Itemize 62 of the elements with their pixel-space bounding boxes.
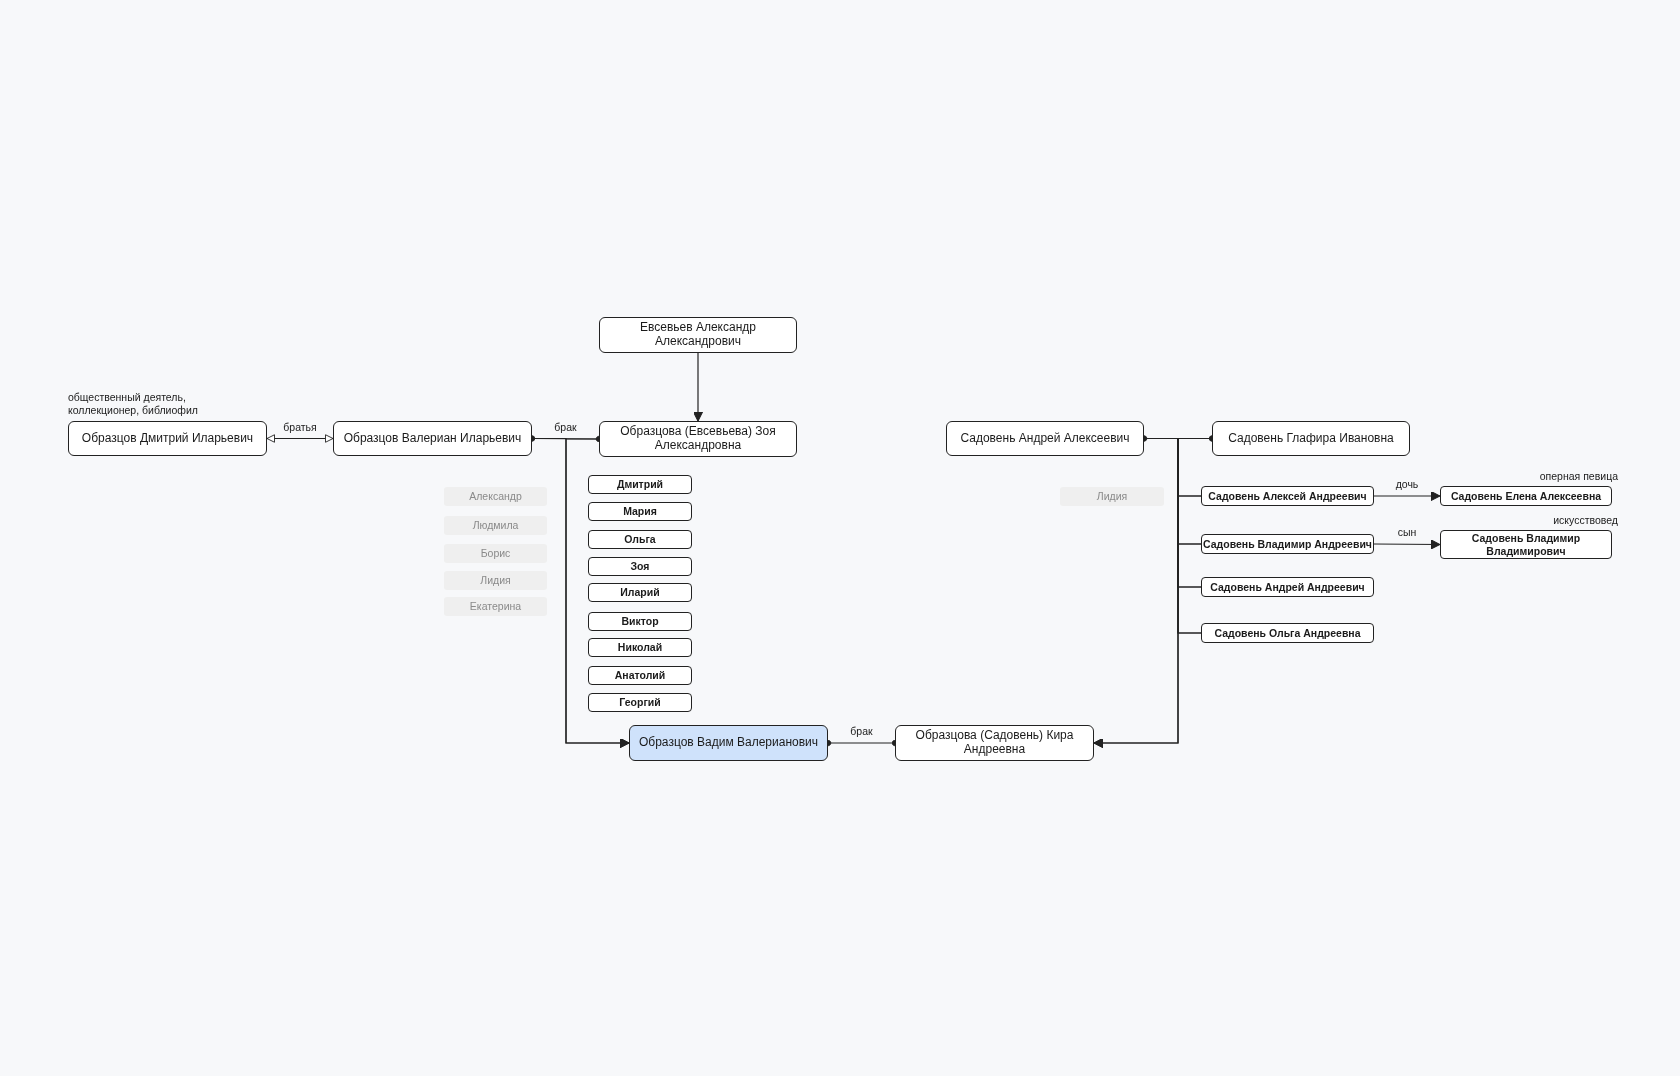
person-name: Лидия <box>1095 490 1129 503</box>
person-name: Николай <box>616 641 664 654</box>
arrow <box>1373 539 1441 550</box>
person-box <box>895 725 1094 761</box>
person-box <box>629 725 828 761</box>
child-box <box>588 530 692 549</box>
person-box <box>946 421 1144 456</box>
person-name: Образцов Вадим Валерианович <box>637 736 819 750</box>
child-box <box>588 612 692 631</box>
person-name: Людмила <box>471 519 520 532</box>
person-name: Образцов Валериан Иларьевич <box>342 431 523 446</box>
person-box <box>333 421 532 456</box>
child-box <box>588 638 692 657</box>
person-name: Образцова (Садовень) Кира Андреевна <box>914 729 1075 757</box>
edge-label: брак <box>848 725 875 737</box>
person-name: Образцова (Евсевьева) Зоя Александровна <box>619 425 777 453</box>
person-name: Борис <box>479 547 512 560</box>
person-name: Садовень Владимир Владимирович <box>1470 532 1582 557</box>
person-name: Садовень Алексей Андреевич <box>1207 489 1368 503</box>
arrow <box>266 434 334 443</box>
person-box <box>1212 421 1410 456</box>
edge-label: брак <box>552 420 579 433</box>
person-name: Анатолий <box>613 669 667 682</box>
person-name: Садовень Елена Алексеевна <box>1449 489 1603 503</box>
note-text: оперная певица <box>1539 470 1618 483</box>
child-box <box>1201 486 1374 506</box>
person-name: Садовень Андрей Алексеевич <box>959 431 1131 446</box>
child-box <box>1201 623 1374 643</box>
person-box <box>68 421 267 456</box>
child-box <box>1440 486 1612 506</box>
person-name: Мария <box>622 505 658 518</box>
person-name: Дмитрий <box>615 478 665 491</box>
arrow <box>1373 490 1441 502</box>
person-name: Иларий <box>619 586 661 599</box>
person-name: Садовень Ольга Андреевна <box>1213 626 1362 640</box>
person-name: Зоя <box>629 560 651 573</box>
person-name: Образцов Дмитрий Иларьевич <box>80 431 255 446</box>
person-name: Лидия <box>479 574 512 587</box>
person-name: Георгий <box>618 696 662 709</box>
child-box <box>588 583 692 602</box>
child-box <box>1440 530 1612 559</box>
child-box <box>588 502 692 521</box>
note-text: искусствовед <box>1553 514 1618 527</box>
person-box <box>599 421 797 457</box>
note-text: общественный деятель, коллекционер, библиофил <box>68 391 199 417</box>
child-box <box>588 666 692 685</box>
edge-label: братья <box>281 420 319 433</box>
arrow <box>565 438 630 749</box>
person-name: Александр <box>468 490 523 503</box>
child-box <box>588 693 692 712</box>
arrow <box>692 352 704 422</box>
child-box <box>588 557 692 576</box>
person-name: Виктор <box>620 615 660 628</box>
person-name: Ольга <box>623 533 657 546</box>
person-name: Екатерина <box>468 600 523 613</box>
child-box <box>588 475 692 494</box>
person-name: Садовень Андрей Андреевич <box>1209 580 1366 594</box>
person-name: Садовень Владимир Андреевич <box>1202 537 1373 551</box>
child-box <box>1201 577 1374 597</box>
person-name: Садовень Глафира Ивановна <box>1227 431 1395 446</box>
person-box <box>599 317 797 353</box>
person-name: Евсевьев Александр Александрович <box>639 321 757 349</box>
